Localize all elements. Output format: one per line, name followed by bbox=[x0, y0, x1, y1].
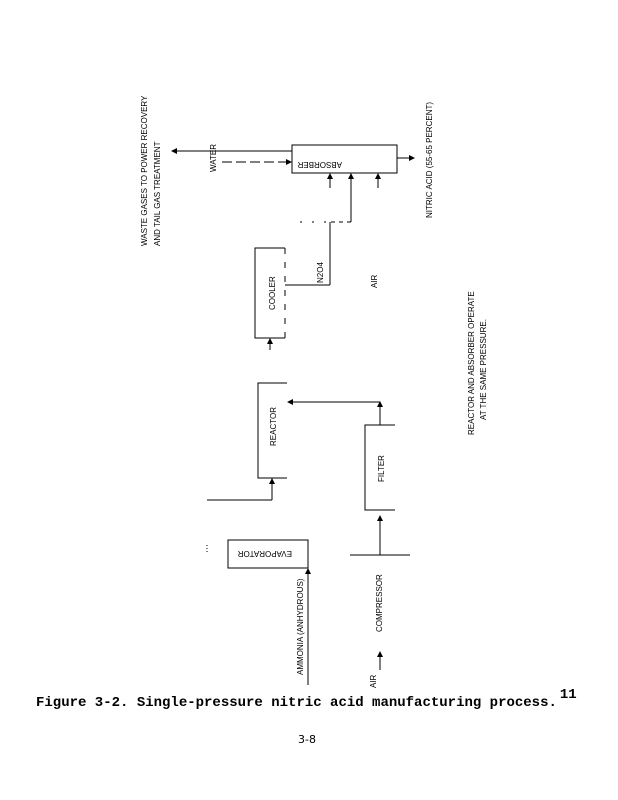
note-label: REACTOR AND ABSORBER OPERATE bbox=[467, 291, 476, 435]
air-bottom-label: AIR bbox=[369, 674, 378, 688]
water-label: WATER bbox=[209, 144, 218, 172]
absorber-label: ABSORBER bbox=[297, 160, 342, 169]
cooler-label: COOLER bbox=[268, 276, 277, 310]
filter-label: FILTER bbox=[377, 455, 386, 482]
figure-caption: Figure 3-2. Single-pressure nitric acid … bbox=[36, 695, 557, 711]
waste-gases-label-2: AND TAIL GAS TREATMENT bbox=[153, 141, 162, 246]
compressor-label: COMPRESSOR bbox=[375, 574, 384, 632]
waste-gases-label: WASTE GASES TO POWER RECOVERY bbox=[140, 95, 149, 246]
footnote-reference: 11 bbox=[559, 687, 577, 703]
evaporator-label: EVAPORATOR bbox=[238, 549, 292, 558]
filter-box bbox=[364, 424, 395, 511]
evaporator-box bbox=[227, 539, 309, 569]
page-number: 3-8 bbox=[298, 733, 316, 746]
nitric-acid-label: NITRIC ACID (55-65 PERCENT) bbox=[425, 102, 434, 218]
figure-caption-row: Figure 3-2. Single-pressure nitric acid … bbox=[36, 687, 577, 712]
n2o4-label: N2O4 bbox=[316, 262, 325, 283]
reactor-label: REACTOR bbox=[269, 407, 278, 446]
air-label: AIR bbox=[370, 274, 379, 288]
note-label-2: AT THE SAME PRESSURE. bbox=[479, 319, 488, 420]
ammonia-label: AMMONIA (ANHYDROUS) bbox=[296, 578, 305, 675]
absorber-box bbox=[291, 144, 398, 174]
